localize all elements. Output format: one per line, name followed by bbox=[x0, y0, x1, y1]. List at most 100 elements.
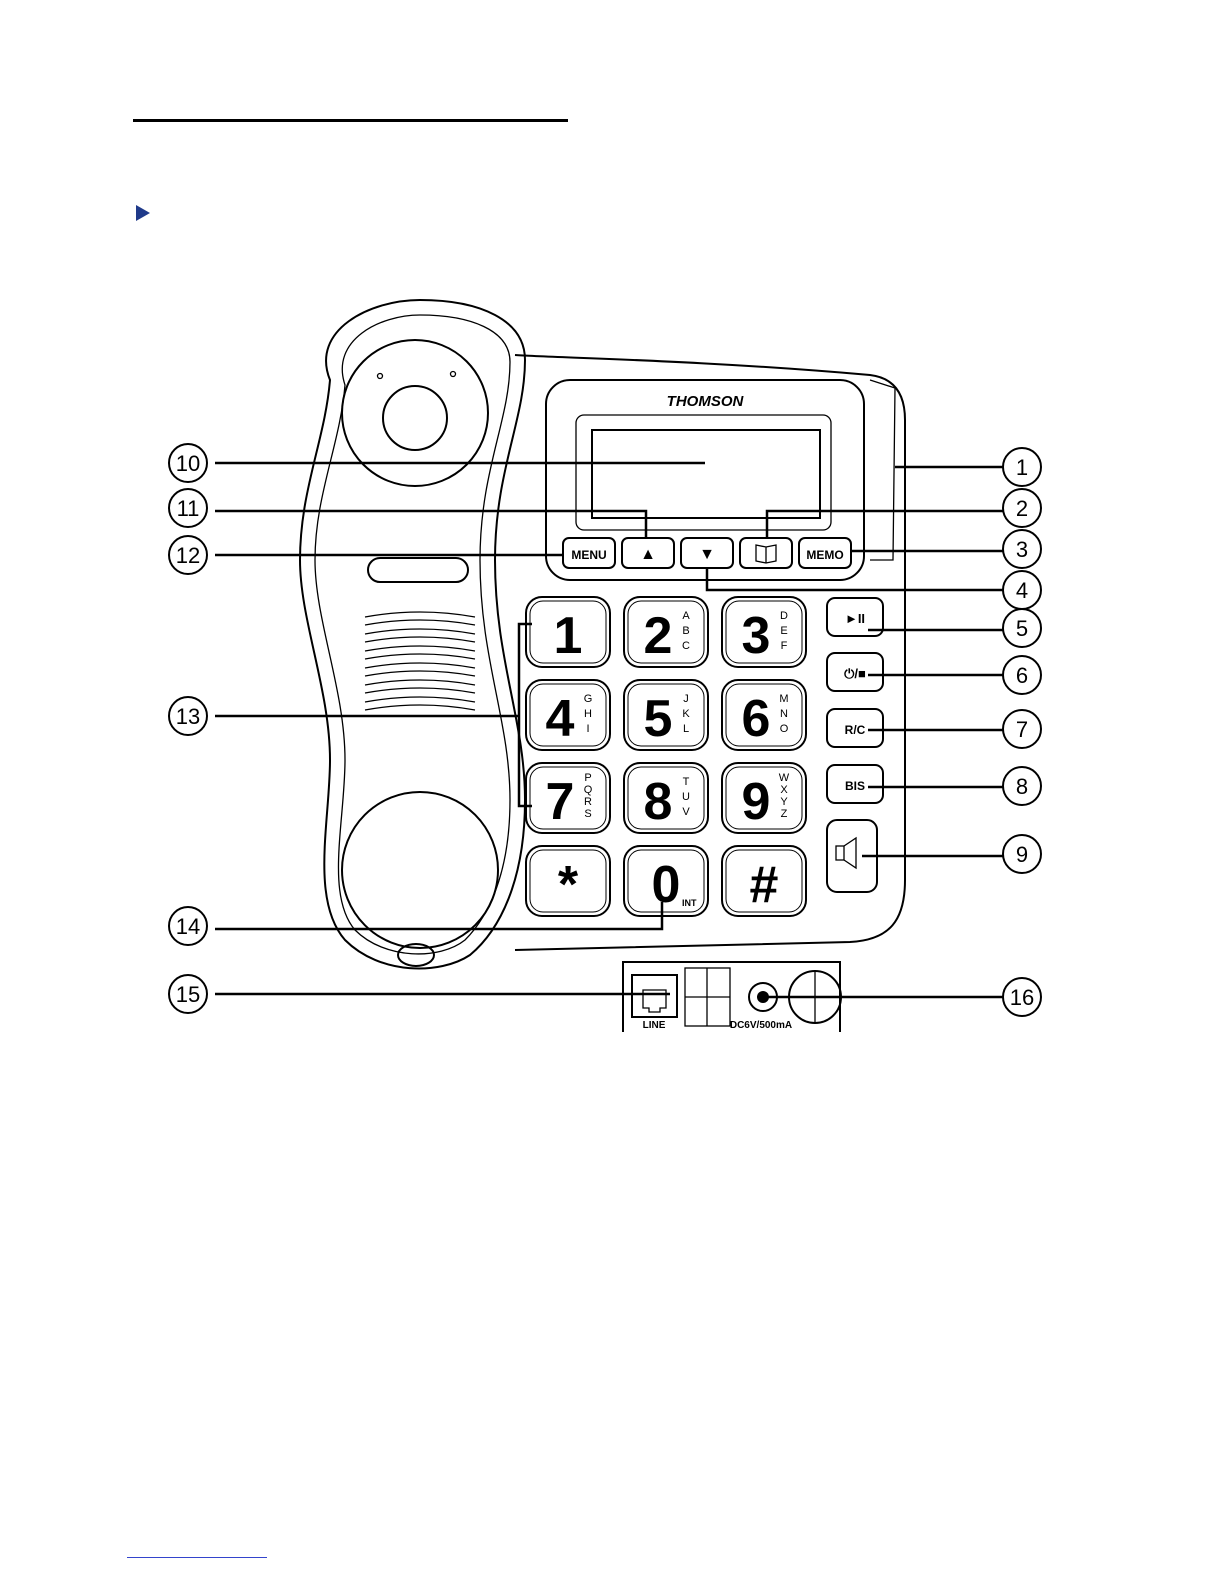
key-digit: 0 bbox=[652, 856, 681, 914]
scroll-down-button[interactable]: ▼ bbox=[681, 538, 733, 568]
svg-text:9: 9 bbox=[1016, 842, 1028, 867]
lcd-display bbox=[592, 430, 820, 518]
key-letter: B bbox=[682, 625, 689, 637]
key-letter: I bbox=[586, 723, 589, 735]
key-letter: C bbox=[682, 640, 690, 652]
key-letter: K bbox=[682, 708, 690, 720]
callout-9: 9 bbox=[1003, 835, 1041, 873]
key-letter: F bbox=[781, 640, 788, 652]
key-digit: 6 bbox=[742, 690, 771, 748]
callout-6: 6 bbox=[1003, 656, 1041, 694]
svg-text:2: 2 bbox=[1016, 496, 1028, 521]
handset bbox=[300, 300, 525, 969]
svg-text:10: 10 bbox=[176, 451, 200, 476]
svg-text:3: 3 bbox=[1016, 537, 1028, 562]
svg-text:MEMO: MEMO bbox=[806, 548, 843, 562]
rj11-jack-icon bbox=[632, 975, 677, 1017]
svg-text:15: 15 bbox=[176, 982, 200, 1007]
key-digit: 1 bbox=[554, 607, 583, 665]
svg-text:►II: ►II bbox=[845, 611, 865, 626]
key-letter: H bbox=[584, 708, 592, 720]
key-digit: 9 bbox=[742, 773, 771, 831]
mouthpiece-icon bbox=[342, 792, 498, 948]
key-digit: 5 bbox=[644, 690, 673, 748]
callout-4: 4 bbox=[1003, 571, 1041, 609]
svg-text:DC6V/500mA: DC6V/500mA bbox=[730, 1020, 792, 1031]
key-letter: M bbox=[779, 693, 788, 705]
svg-text:⏻/■: ⏻/■ bbox=[844, 666, 866, 681]
key-star[interactable]: * bbox=[526, 846, 610, 916]
callout-11: 11 bbox=[169, 489, 207, 527]
callout-7: 7 bbox=[1003, 710, 1041, 748]
svg-text:5: 5 bbox=[1016, 616, 1028, 641]
key-letter: R bbox=[584, 796, 592, 808]
key-letter: S bbox=[584, 808, 591, 820]
key-letter: Y bbox=[780, 796, 788, 808]
svg-text:13: 13 bbox=[176, 704, 200, 729]
svg-text:11: 11 bbox=[177, 496, 200, 521]
callout-12: 12 bbox=[169, 536, 207, 574]
svg-text:▲: ▲ bbox=[640, 546, 656, 563]
callout-10: 10 bbox=[169, 444, 207, 482]
svg-text:R/C: R/C bbox=[845, 723, 866, 737]
key-letter: A bbox=[682, 610, 690, 622]
scroll-up-button[interactable]: ▲ bbox=[622, 538, 674, 568]
callout-15: 15 bbox=[169, 975, 207, 1013]
key-letter: Q bbox=[584, 784, 593, 796]
key-digit: 3 bbox=[742, 607, 771, 665]
svg-text:7: 7 bbox=[1016, 717, 1028, 742]
key-digit: 8 bbox=[644, 773, 673, 831]
key-digit: 7 bbox=[546, 773, 575, 831]
callout-13: 13 bbox=[169, 697, 207, 735]
recall-button[interactable]: R/C bbox=[827, 709, 883, 747]
callout-2: 2 bbox=[1003, 489, 1041, 527]
svg-text:8: 8 bbox=[1016, 774, 1028, 799]
memo-button[interactable]: MEMO bbox=[799, 538, 851, 568]
key-letter: O bbox=[780, 723, 789, 735]
key-letter: G bbox=[584, 693, 593, 705]
key-letter: U bbox=[682, 791, 690, 803]
key-digit: # bbox=[750, 856, 779, 914]
key-1[interactable]: 1 bbox=[526, 597, 610, 667]
key-letter: P bbox=[584, 772, 591, 784]
svg-text:6: 6 bbox=[1016, 663, 1028, 688]
key-letter: Z bbox=[781, 808, 788, 820]
footer-link-rule bbox=[127, 1557, 267, 1558]
menu-button[interactable]: MENU bbox=[563, 538, 615, 568]
key-letter: N bbox=[780, 708, 788, 720]
brand-logo: THOMSON bbox=[667, 393, 745, 410]
callout-5: 5 bbox=[1003, 609, 1041, 647]
key-digit: 4 bbox=[546, 690, 575, 748]
phonebook-button[interactable] bbox=[740, 538, 792, 568]
key-letter: J bbox=[683, 693, 689, 705]
svg-text:▼: ▼ bbox=[699, 546, 715, 563]
key-letter: V bbox=[682, 806, 690, 818]
callout-3: 3 bbox=[1003, 530, 1041, 568]
key-hash[interactable]: # bbox=[722, 846, 806, 916]
callout-14: 14 bbox=[169, 907, 207, 945]
key-letter: E bbox=[780, 625, 787, 637]
redial-button[interactable]: BIS bbox=[827, 765, 883, 803]
svg-text:4: 4 bbox=[1016, 578, 1028, 603]
svg-text:MENU: MENU bbox=[571, 548, 606, 562]
svg-text:14: 14 bbox=[176, 914, 200, 939]
key-letter: L bbox=[683, 723, 689, 735]
power-stop-button[interactable]: ⏻/■ bbox=[827, 653, 883, 691]
callout-8: 8 bbox=[1003, 767, 1041, 805]
callout-16: 16 bbox=[1003, 978, 1041, 1016]
key-letter: X bbox=[780, 784, 788, 796]
svg-text:LINE: LINE bbox=[643, 1020, 666, 1031]
svg-text:1: 1 bbox=[1016, 455, 1028, 480]
handset-slot bbox=[368, 558, 468, 582]
